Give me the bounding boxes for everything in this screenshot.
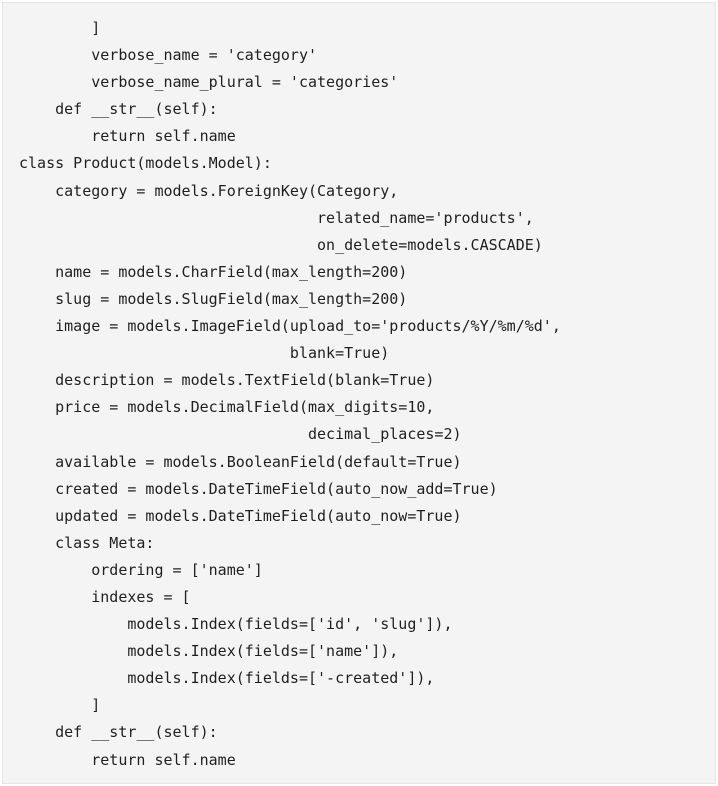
code-line: return self.name <box>19 127 236 146</box>
code-line: price = models.DecimalField(max_digits=1… <box>19 398 435 417</box>
code-line: decimal_places=2) <box>19 425 462 444</box>
code-line: name = models.CharField(max_length=200) <box>19 262 408 281</box>
code-lines: ] verbose_name = 'category' verbose_name… <box>19 15 561 774</box>
code-line: models.Index(fields=['-created']), <box>19 669 435 688</box>
code-line: on_delete=models.CASCADE) <box>19 235 543 254</box>
code-line: updated = models.DateTimeField(auto_now=… <box>19 506 462 525</box>
code-line: verbose_name_plural = 'categories' <box>19 73 399 92</box>
code-line: def __str__(self): <box>19 723 218 742</box>
code-line: ] <box>19 696 101 715</box>
code-line: return self.name <box>19 750 236 769</box>
code-line: image = models.ImageField(upload_to='pro… <box>19 317 561 336</box>
code-line: ] <box>19 19 101 37</box>
code-line: models.Index(fields=['id', 'slug']), <box>19 615 453 634</box>
code-line: description = models.TextField(blank=Tru… <box>19 371 435 390</box>
code-line: related_name='products', <box>19 208 534 227</box>
code-line: indexes = [ <box>19 587 191 606</box>
code-line: ordering = ['name'] <box>19 560 263 579</box>
code-line: class Meta: <box>19 533 155 552</box>
code-line: def __str__(self): <box>19 100 218 119</box>
code-line: blank=True) <box>19 344 390 363</box>
code-line: verbose_name = 'category' <box>19 46 318 65</box>
code-line: slug = models.SlugField(max_length=200) <box>19 289 408 308</box>
code-line: available = models.BooleanField(default=… <box>19 452 462 471</box>
code-line: class Product(models.Model): <box>19 154 272 173</box>
code-line: models.Index(fields=['name']), <box>19 642 399 661</box>
code-line: category = models.ForeignKey(Category, <box>19 181 399 200</box>
code-line: created = models.DateTimeField(auto_now_… <box>19 479 498 498</box>
